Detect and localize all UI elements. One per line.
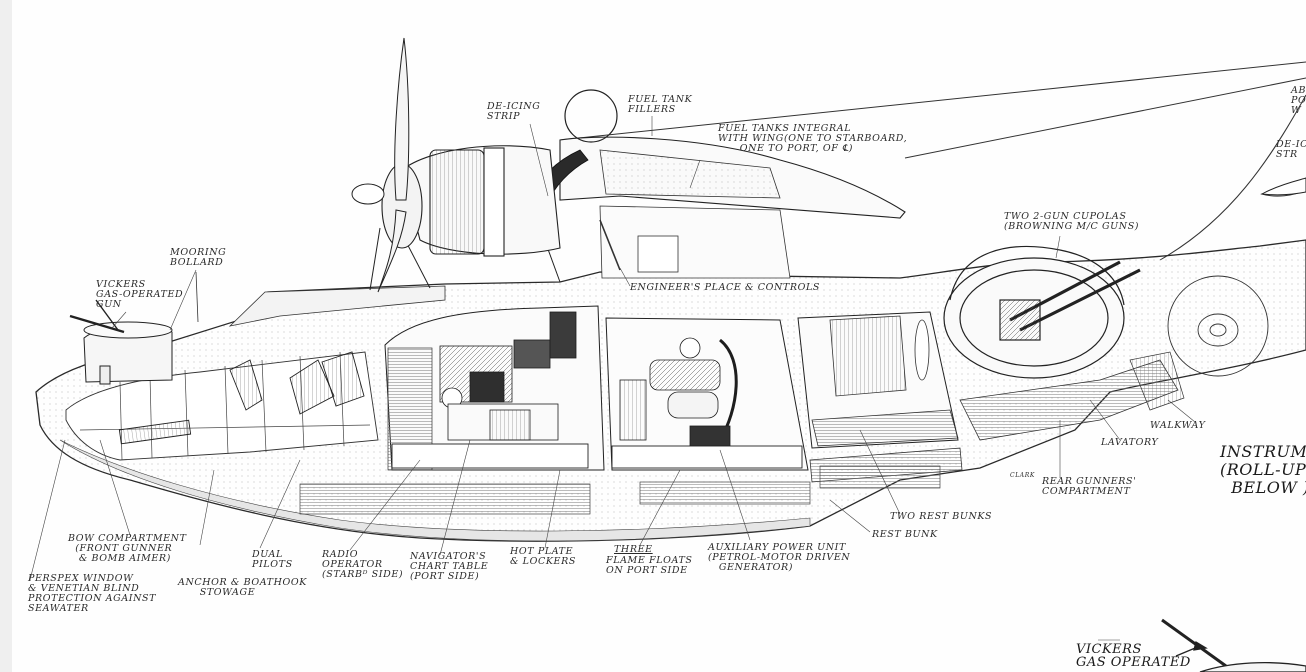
label-ab-po-w: AB PO W <box>1291 85 1306 116</box>
chart-table <box>391 443 589 469</box>
label-anchor-boathook: ANCHOR & BOATHOOK STOWAGE <box>178 577 307 598</box>
roundel <box>1167 275 1269 377</box>
label-two-gun-cupolas: TWO 2-GUN CUPOLAS (BROWNING M/C GUNS) <box>1004 211 1140 232</box>
cockpit-roof <box>228 285 446 327</box>
pilot-seats <box>118 351 365 445</box>
label-three: THREE <box>614 544 653 555</box>
label-auxiliary-power: AUXILIARY POWER UNIT (PETROL-MOTOR DRIVE… <box>708 542 851 573</box>
label-radio-operator: RADIO OPERATOR (STARBᴰ SIDE) <box>322 549 404 580</box>
label-rear-gunners: REAR GUNNERS' COMPARTMENT <box>1042 476 1137 497</box>
label-lavatory: LAVATORY <box>1101 437 1159 448</box>
propeller <box>351 37 410 293</box>
label-bow-compartment: BOW COMPARTMENT (FRONT GUNNER & BOMB AIM… <box>68 533 187 564</box>
fuel-filler-ring <box>564 89 618 143</box>
walkway <box>1129 351 1185 411</box>
label-rest-bunk: REST BUNK <box>872 529 938 540</box>
label-walkway: WALKWAY <box>1150 420 1206 431</box>
auxiliary-power-unit <box>619 337 738 447</box>
label-two-rest-bunks: TWO REST BUNKS <box>890 511 993 522</box>
gun-cupola <box>943 245 1141 379</box>
lower-deck <box>299 465 941 515</box>
bunks <box>809 315 963 483</box>
scan-margin <box>0 0 12 672</box>
label-fuel-tank-fillers: FUEL TANK FILLERS <box>628 94 693 115</box>
keel <box>59 439 811 542</box>
leader-lines <box>29 116 1196 641</box>
engine-nacelle <box>381 145 561 257</box>
label-perspex-window: PERSPEX WINDOW & VENETIAN BLIND PROTECTI… <box>28 573 157 614</box>
label-de-icing-strip: DE-ICING STRIP <box>487 101 541 122</box>
artist-signature: CLARK <box>1010 472 1035 479</box>
label-instrument-partial: INSTRUME (ROLL-UP C BELOW ) <box>1220 442 1306 497</box>
wing-float <box>1260 177 1306 196</box>
mooring-bollard <box>195 271 199 323</box>
bow-turret <box>69 299 173 385</box>
wing-tank-cutaway <box>599 149 791 279</box>
label-hot-plate: HOT PLATE & LOCKERS <box>510 546 576 567</box>
label-dual-pilots: DUAL PILOTS <box>252 549 293 570</box>
label-vickers-bottom: VICKERS GAS OPERATED <box>1076 642 1191 670</box>
label-fuel-tanks-integral: FUEL TANKS INTEGRAL WITH WING(ONE TO STA… <box>718 123 908 154</box>
label-navigators-table: NAVIGATOR'S CHART TABLE (PORT SIDE) <box>410 551 489 582</box>
label-vickers-gun: VICKERS GAS-OPERATED GUN <box>96 279 184 310</box>
label-engineers-place: ENGINEER'S PLACE & CONTROLS <box>630 282 820 293</box>
galley-bench <box>611 445 803 469</box>
label-de-ic-str: DE-IC STR <box>1276 139 1306 160</box>
radio-equipment <box>439 311 577 441</box>
label-mooring-bollard: MOORING BOLLARD <box>170 247 227 268</box>
label-flame-floats: FLAME FLOATS ON PORT SIDE <box>606 555 693 576</box>
